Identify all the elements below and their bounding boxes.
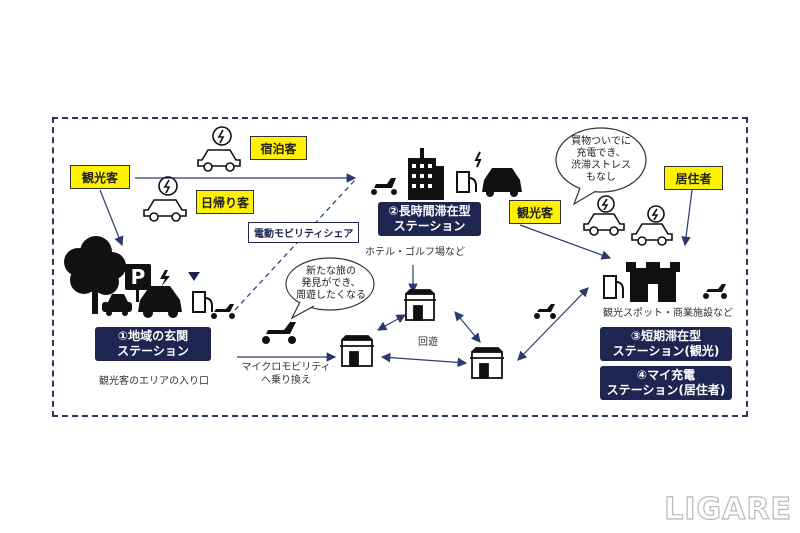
caption-spots: 観光スポット・商業施設など xyxy=(603,308,733,319)
location-marker-icon xyxy=(188,272,200,281)
caption-micro-line1: マイクロモビリティ xyxy=(241,362,331,373)
scooter-small-icon xyxy=(534,304,556,319)
bubble-left-line1: 新たな旅の xyxy=(306,266,356,277)
label-tourist-right: 観光客 xyxy=(509,200,561,224)
station-2-line2: ステーション xyxy=(393,219,466,233)
hotel-scooter-icon xyxy=(371,178,397,195)
ligare-logo: LIGARE xyxy=(664,491,792,527)
station-1-line2: ステーション xyxy=(117,344,189,358)
caption-hotel: ホテル・ゴルフ場など xyxy=(365,247,465,258)
station-4-line1: ④マイ充電 xyxy=(636,368,696,382)
label-overnight: 宿泊客 xyxy=(250,136,307,160)
scooter-icon xyxy=(211,304,235,319)
caption-area-entrance: 観光客のエリアの入り口 xyxy=(99,376,209,387)
label-resident: 居住者 xyxy=(664,166,723,190)
label-emobility-share: 電動モビリティシェア xyxy=(248,222,360,243)
hotel-windows xyxy=(412,164,432,188)
castle-charger-icon xyxy=(603,275,624,299)
bubble-right-line1: 買物ついでに xyxy=(571,136,631,147)
station-3-line1: ③短期滞在型 xyxy=(630,329,702,343)
charger-icon xyxy=(192,291,213,313)
ev-car-icon xyxy=(138,270,182,318)
parking-sign-icon: P xyxy=(125,264,151,302)
shop-icon-right xyxy=(470,347,504,379)
bubble-right xyxy=(555,127,647,206)
caption-loop: 回遊 xyxy=(418,337,438,348)
resident-car-1-icon xyxy=(583,195,625,236)
micro-scooter-icon xyxy=(262,322,296,344)
parking-letter: P xyxy=(131,265,146,289)
station-1-line1: ①地域の玄関 xyxy=(117,329,189,343)
bubble-right-line3: 渋滞ストレス xyxy=(571,160,631,171)
label-daytrip: 日帰り客 xyxy=(196,190,254,214)
station-4-line2: ステーション(居住者) xyxy=(606,383,726,397)
hotel-car-icon xyxy=(482,168,522,197)
bubble-left-text: 新たな旅の 発見ができ、 周遊したくなる xyxy=(292,266,370,302)
caption-micro-mobility: マイクロモビリティ へ乗り換え xyxy=(238,361,334,387)
hotel-charger-icon xyxy=(456,151,482,193)
parked-car-icon xyxy=(102,294,132,316)
tree-icon xyxy=(64,236,126,314)
flow-arrows xyxy=(99,173,693,368)
station-1: ①地域の玄関 ステーション xyxy=(95,327,211,361)
castle-icon xyxy=(626,262,680,302)
station-2: ②長時間滞在型 ステーション xyxy=(378,202,481,236)
label-tourist-left: 観光客 xyxy=(70,165,130,189)
diagram-frame xyxy=(52,117,748,417)
station-3: ③短期滞在型 ステーション(観光) xyxy=(600,327,732,361)
shop-icon-top xyxy=(404,289,436,321)
shop-icon-left xyxy=(340,335,374,367)
bubble-right-line2: 充電でき、 xyxy=(576,148,626,159)
caption-micro-line2: へ乗り換え xyxy=(261,375,311,386)
resident-car-2-icon xyxy=(631,205,673,246)
station-2-line1: ②長時間滞在型 xyxy=(388,204,471,218)
bubble-left-line3: 周遊したくなる xyxy=(296,290,366,301)
bubble-right-line4: もなし xyxy=(586,172,616,183)
station-3-line2: ステーション(観光) xyxy=(612,344,720,358)
station-4: ④マイ充電 ステーション(居住者) xyxy=(600,366,732,400)
bubble-left-line2: 発見ができ、 xyxy=(301,278,361,289)
car-daytrip-icon xyxy=(143,176,187,222)
car-overnight-icon xyxy=(197,126,241,172)
bubble-left xyxy=(285,257,375,320)
castle-scooter-icon xyxy=(703,284,727,299)
bubble-right-text: 買物ついでに 充電でき、 渋滞ストレス もなし xyxy=(561,136,641,184)
